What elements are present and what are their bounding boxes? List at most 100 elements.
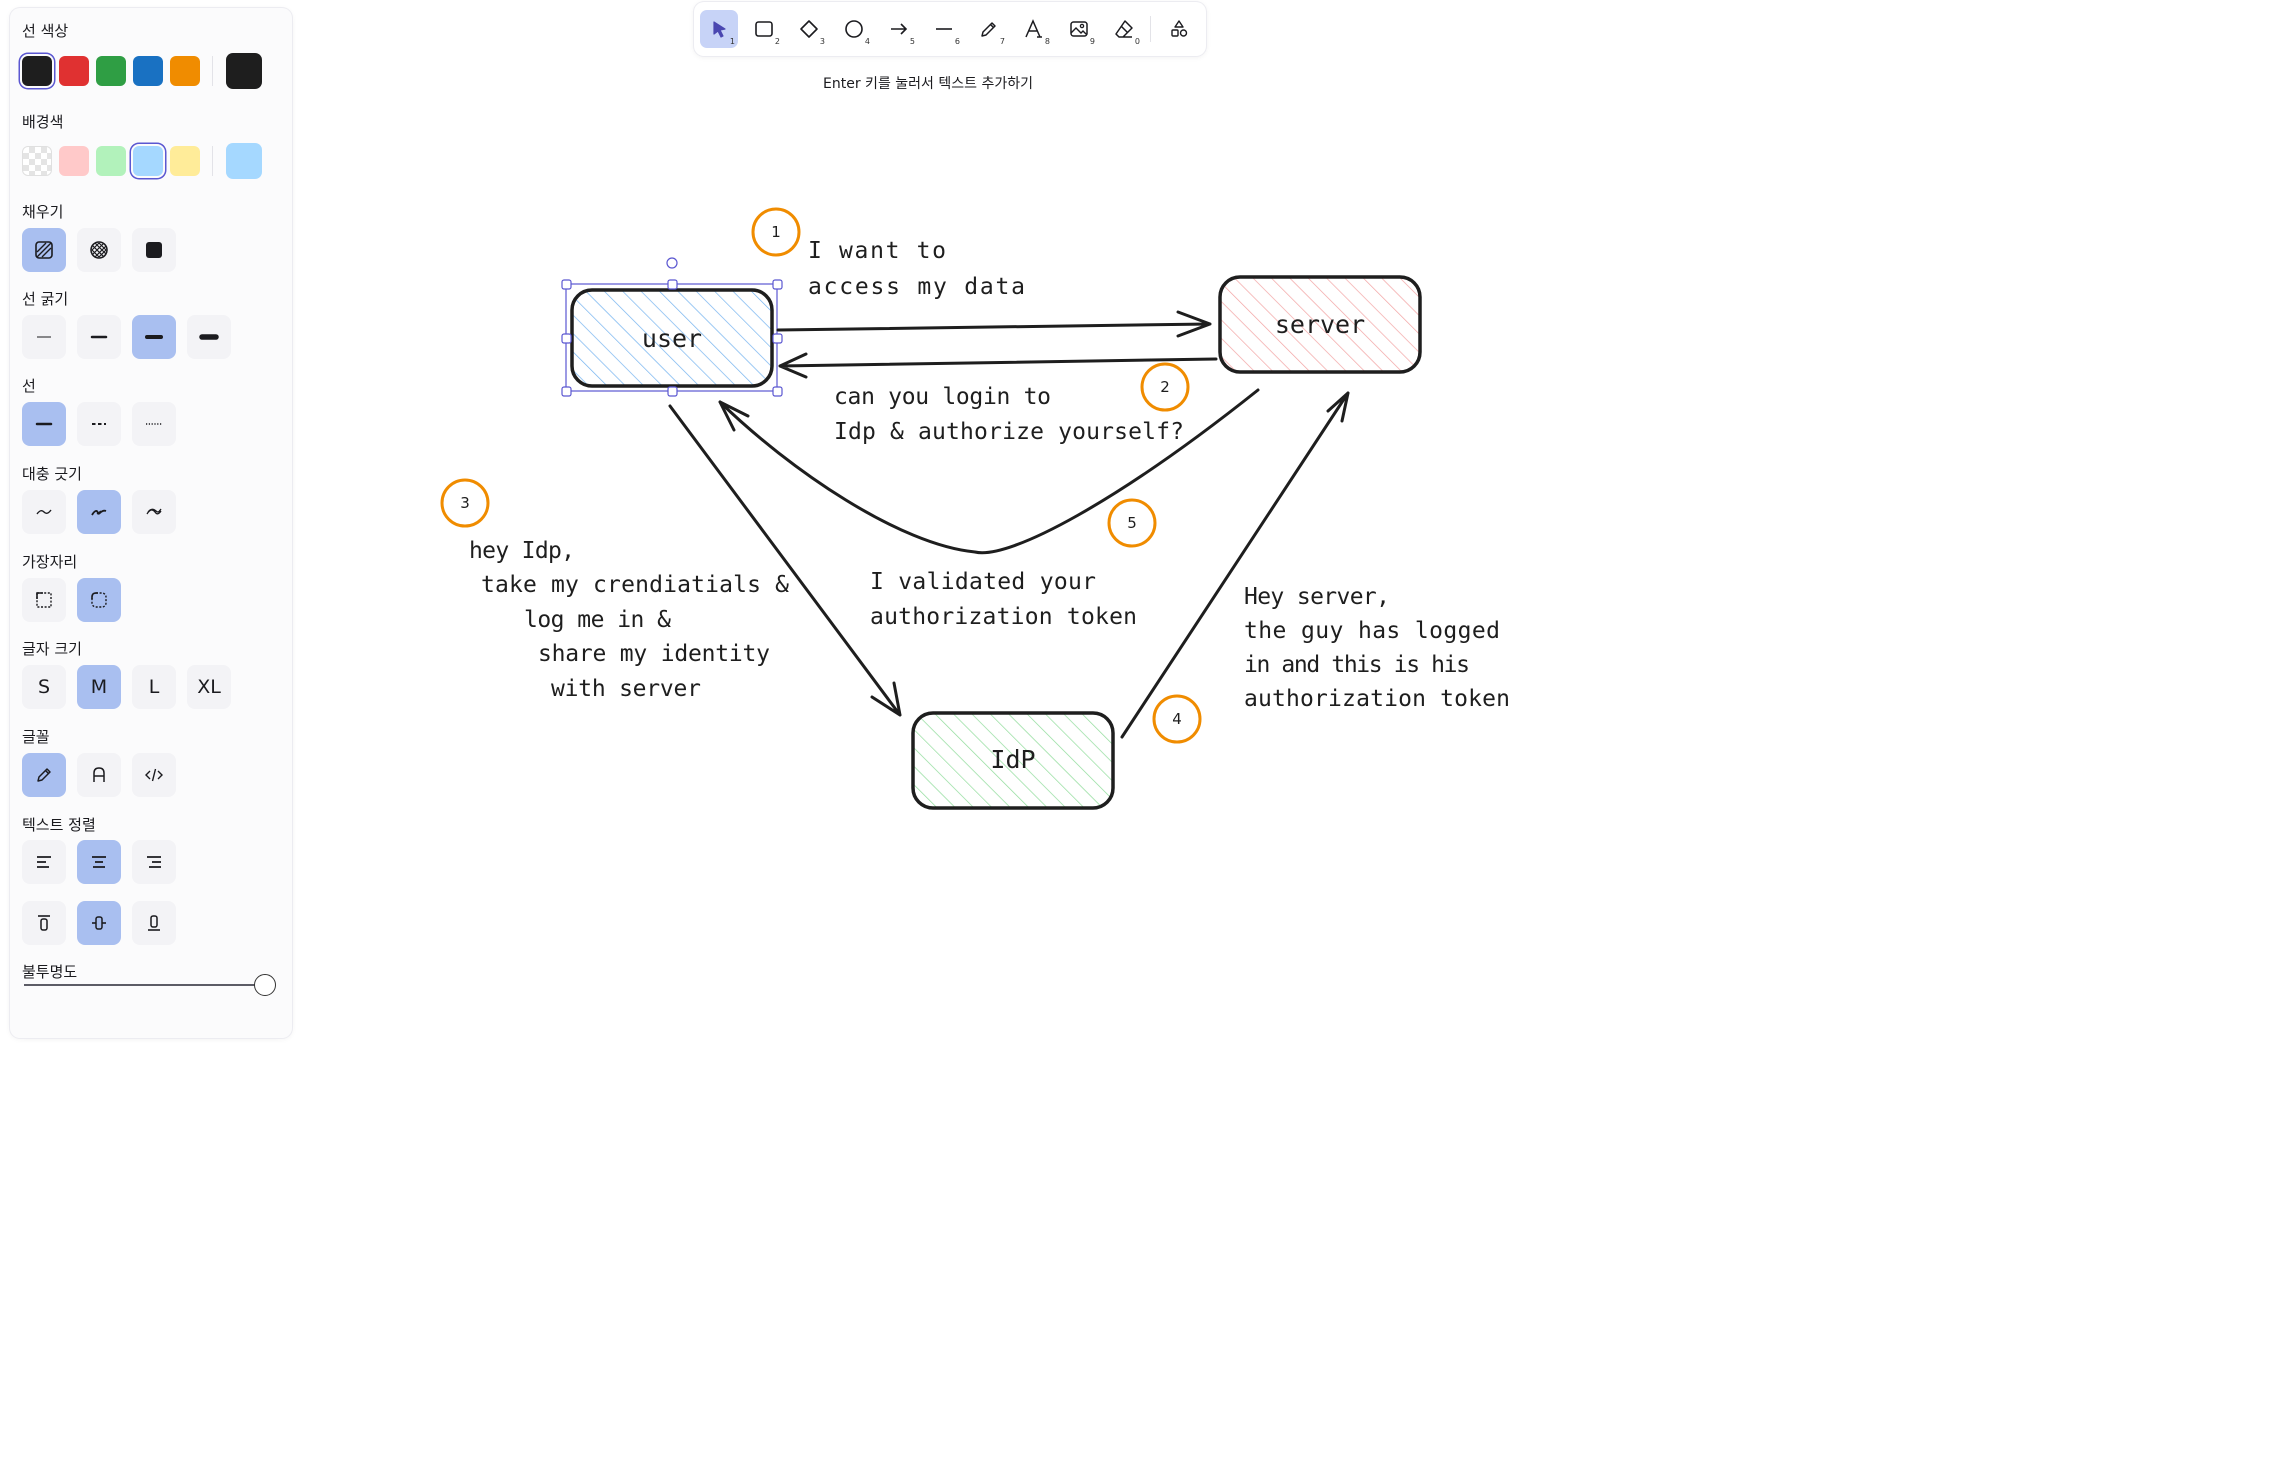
note1-line1[interactable]: I want to (808, 238, 946, 264)
fill-title: 채우기 (22, 203, 64, 221)
rectangle-tool[interactable]: 2 (745, 10, 783, 48)
stroke-swatch-green[interactable] (96, 56, 126, 86)
resize-handle[interactable] (561, 333, 572, 344)
library-tool[interactable] (1160, 10, 1198, 48)
note3-line5[interactable]: with server (551, 676, 701, 702)
server-box-shape[interactable] (1218, 275, 1422, 374)
ellipse-tool[interactable]: 4 (835, 10, 873, 48)
font-code-button[interactable] (132, 753, 176, 797)
stroke-style-dashed-button[interactable] (77, 402, 121, 446)
stroke-style-solid-button[interactable] (22, 402, 66, 446)
sloppiness-artist-button[interactable] (77, 490, 121, 534)
note3-line2[interactable]: take my crendiatials & (481, 572, 789, 598)
font-size-xl-button[interactable]: XL (187, 665, 231, 709)
text-tool[interactable]: 8 (1015, 10, 1053, 48)
note5-line2[interactable]: authorization token (870, 604, 1137, 630)
rotate-handle[interactable] (666, 257, 678, 269)
hachure-icon (35, 241, 53, 259)
sloppiness-architect-button[interactable] (22, 490, 66, 534)
step-4-circle[interactable] (1152, 694, 1202, 744)
resize-handle[interactable] (561, 386, 572, 397)
arrow-server-to-user-curve[interactable] (718, 388, 1260, 555)
stroke-width-bold-button[interactable] (77, 315, 121, 359)
stroke-width-heavy-button[interactable] (187, 315, 231, 359)
selection-tool[interactable]: 1 (700, 10, 738, 48)
note3-line3[interactable]: log me in & (524, 607, 671, 633)
bg-swatch-transparent[interactable] (22, 146, 52, 176)
stroke-style-dotted-button[interactable] (132, 402, 176, 446)
arrow-idp-to-server[interactable] (1120, 391, 1350, 739)
note4-line1[interactable]: Hey server, (1244, 584, 1390, 610)
align-left-button[interactable] (22, 840, 66, 884)
selection-frame[interactable] (561, 257, 783, 397)
opacity-slider-track[interactable] (24, 984, 256, 986)
note4-line4[interactable]: authorization token (1244, 686, 1510, 712)
shortcut-key: 6 (954, 37, 960, 46)
fill-hachure-button[interactable] (22, 228, 66, 272)
resize-handle[interactable] (561, 279, 572, 290)
fill-cross-hatch-button[interactable] (77, 228, 121, 272)
resize-handle[interactable] (772, 333, 783, 344)
stroke-swatch-black[interactable] (22, 56, 52, 86)
align-middle-button[interactable] (77, 901, 121, 945)
note4-line3[interactable]: in and this is his (1244, 652, 1470, 678)
bg-swatch-blue[interactable] (133, 146, 163, 176)
align-right-button[interactable] (132, 840, 176, 884)
step-2-circle[interactable] (1140, 362, 1190, 412)
font-normal-button[interactable] (77, 753, 121, 797)
stroke-width-extra-bold-button[interactable] (132, 315, 176, 359)
resize-handle[interactable] (772, 279, 783, 290)
font-hand-drawn-button[interactable] (22, 753, 66, 797)
step-5-circle[interactable] (1107, 498, 1157, 548)
user-box[interactable]: user (570, 288, 774, 388)
note1-line2[interactable]: access my data (808, 274, 1025, 300)
bg-swatch-red[interactable] (59, 146, 89, 176)
idp-box-shape[interactable] (911, 711, 1115, 810)
arrow-user-to-idp[interactable] (668, 404, 902, 717)
step-3-circle[interactable] (440, 478, 490, 528)
resize-handle[interactable] (667, 279, 678, 290)
font-size-s-button[interactable]: S (22, 665, 66, 709)
note5-line1[interactable]: I validated your (870, 569, 1096, 595)
stroke-swatch-blue[interactable] (133, 56, 163, 86)
stroke-current-color[interactable] (226, 53, 262, 89)
font-size-l-button[interactable]: L (132, 665, 176, 709)
align-top-button[interactable] (22, 901, 66, 945)
stroke-color-title: 선 색상 (22, 22, 69, 40)
font-size-m-button[interactable]: M (77, 665, 121, 709)
arrow-tool[interactable]: 5 (880, 10, 918, 48)
resize-handle[interactable] (772, 386, 783, 397)
draw-tool[interactable]: 7 (970, 10, 1008, 48)
diamond-tool[interactable]: 3 (790, 10, 828, 48)
edges-title: 가장자리 (22, 553, 78, 571)
bg-swatch-green[interactable] (96, 146, 126, 176)
server-box[interactable]: server (1218, 275, 1422, 374)
resize-handle[interactable] (667, 386, 678, 397)
eraser-tool[interactable]: 0 (1105, 10, 1143, 48)
line-tool[interactable]: 6 (925, 10, 963, 48)
bg-swatch-yellow[interactable] (170, 146, 200, 176)
edges-sharp-button[interactable] (22, 578, 66, 622)
edges-round-button[interactable] (77, 578, 121, 622)
note2-line2[interactable]: Idp & authorize yourself? (834, 419, 1184, 445)
note3-line4[interactable]: share my identity (538, 641, 770, 667)
stroke-swatch-orange[interactable] (170, 56, 200, 86)
align-center-button[interactable] (77, 840, 121, 884)
user-box-shape[interactable] (570, 288, 774, 388)
stroke-swatch-red[interactable] (59, 56, 89, 86)
note2-line1[interactable]: can you login to (834, 384, 1051, 410)
note3-line1[interactable]: hey Idp, (469, 538, 575, 564)
stroke-width-thin-button[interactable] (22, 315, 66, 359)
step-1-circle[interactable] (751, 207, 801, 257)
align-bottom-button[interactable] (132, 901, 176, 945)
arrow-server-to-user[interactable] (778, 352, 1218, 379)
image-tool[interactable]: 9 (1060, 10, 1098, 48)
note4-line2[interactable]: the guy has logged (1244, 618, 1500, 644)
opacity-slider-thumb[interactable] (254, 974, 276, 996)
idp-box[interactable]: IdP (911, 711, 1115, 810)
drawing-canvas[interactable]: user server IdP 1 2 3 (0, 0, 1568, 1012)
fill-solid-button[interactable] (132, 228, 176, 272)
bg-current-color[interactable] (226, 143, 262, 179)
sloppiness-cartoonist-button[interactable] (132, 490, 176, 534)
arrow-user-to-server[interactable] (776, 310, 1212, 338)
